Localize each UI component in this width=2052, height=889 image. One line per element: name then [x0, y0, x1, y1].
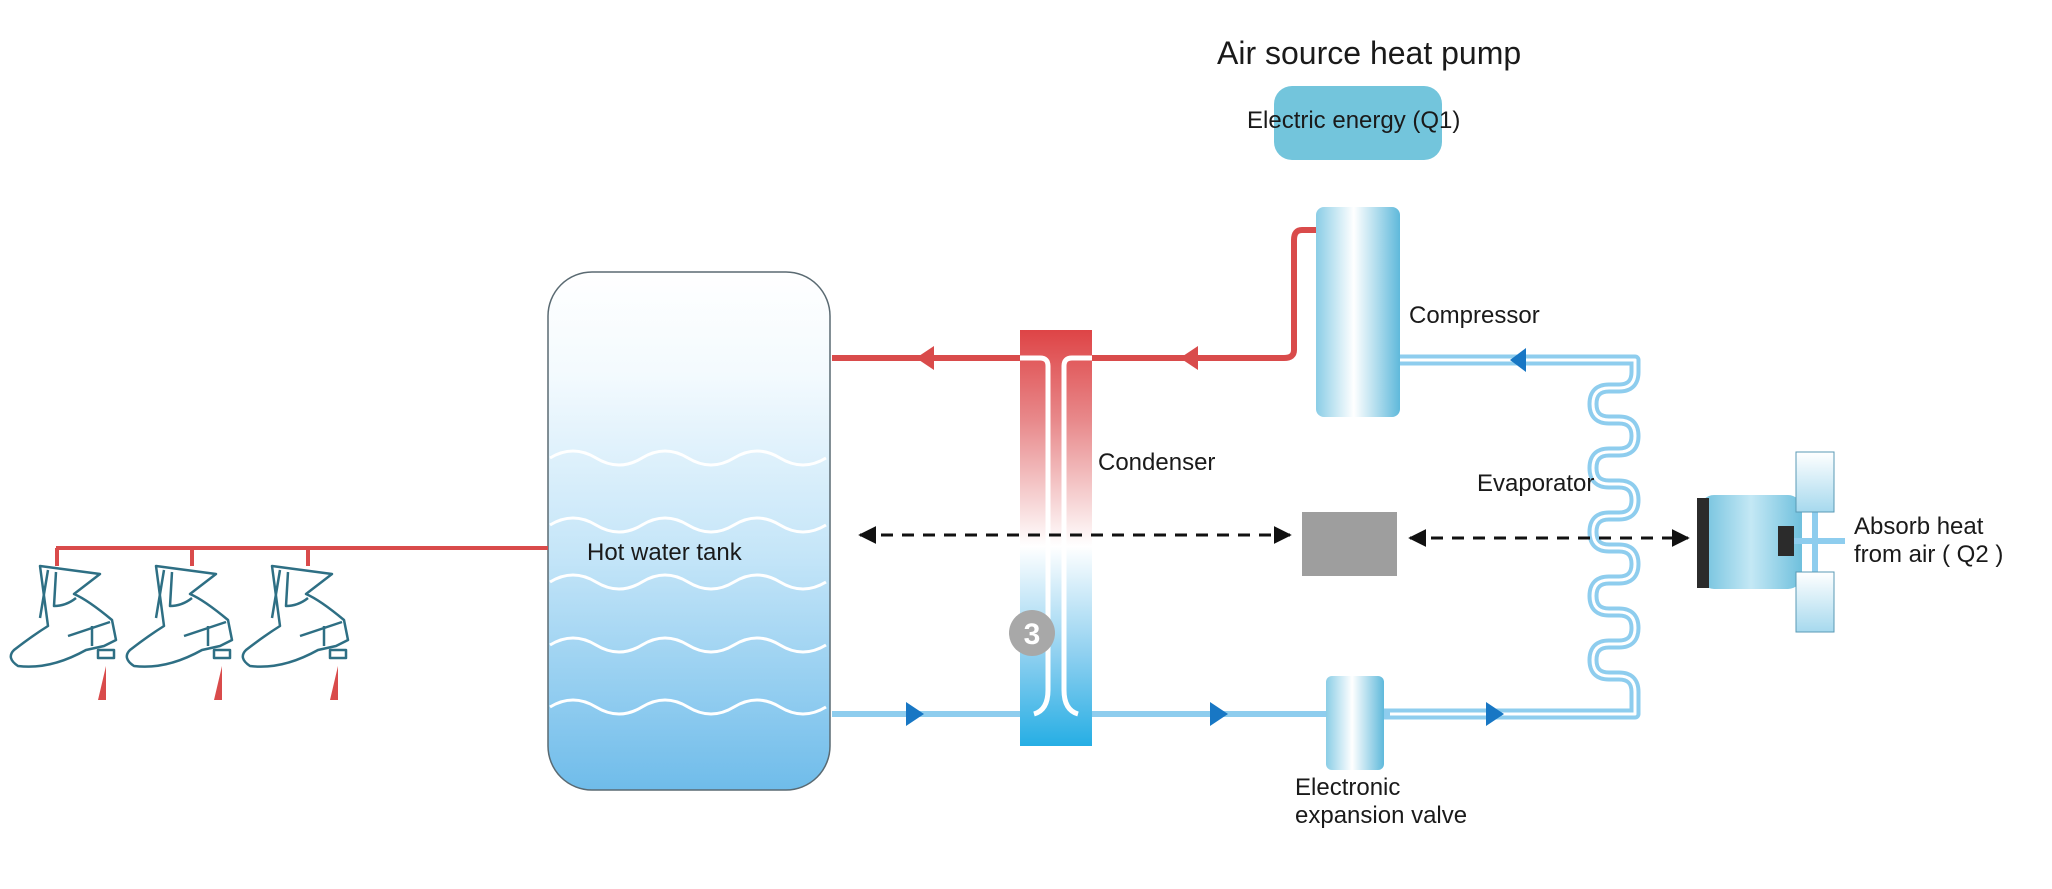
tank-label: Hot water tank [587, 539, 742, 566]
hot-flow-arrow [1180, 346, 1198, 370]
tank-water-waves [549, 449, 827, 716]
absorb-heat-label-line2: from air ( Q2 ) [1854, 541, 2004, 568]
electric-energy-box [1274, 86, 1442, 160]
expansion-valve [1326, 676, 1384, 770]
heat-exchange-block [1302, 512, 1397, 576]
diagram-title: Air source heat pump [1217, 35, 1522, 71]
condenser [1020, 330, 1092, 746]
water-drop-icon [98, 666, 106, 700]
water-drop-icon [330, 666, 338, 700]
faucet-icon [125, 564, 234, 668]
compressor [1316, 207, 1400, 417]
cold-flow-arrow [1510, 348, 1526, 372]
faucet-supply-pipe [55, 546, 548, 566]
cold-flow-arrow [906, 702, 924, 726]
cold-flow-arrow [1210, 702, 1228, 726]
cold-flow-arrows [906, 348, 1526, 726]
step-badge-text: 3 [1024, 618, 1041, 651]
condenser-label: Condenser [1098, 449, 1216, 476]
step-badge: 3 [1009, 610, 1055, 656]
compressor-label: Compressor [1409, 302, 1540, 329]
evaporator-label: Evaporator [1477, 470, 1595, 497]
hot-water-tank [547, 271, 831, 791]
hot-flow-arrows [916, 346, 1198, 370]
expansion-valve-label-line2: expansion valve [1295, 802, 1468, 829]
electric-energy-label: Electric energy (Q1) [1247, 107, 1461, 134]
faucet-icon [9, 564, 118, 668]
hot-flow-arrow [916, 346, 934, 370]
water-drop-icon [214, 666, 222, 700]
absorb-heat-label-line1: Absorb heat [1854, 513, 1984, 540]
expansion-valve-label-line1: Electronic [1295, 774, 1401, 801]
faucet-icon [241, 564, 350, 668]
water-drops [98, 666, 338, 700]
fan-icon [1697, 451, 1845, 633]
cold-flow-arrow [1486, 702, 1504, 726]
